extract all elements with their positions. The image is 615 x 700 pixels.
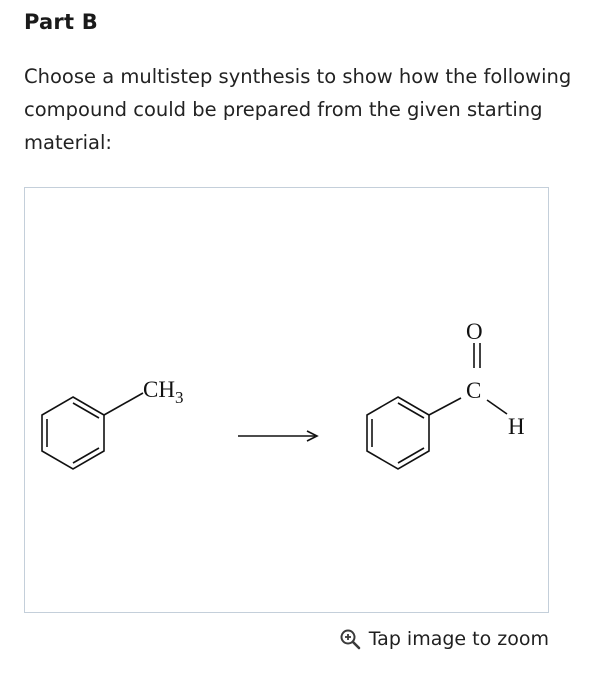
zoom-in-icon	[340, 629, 361, 650]
benzene-ring-right	[366, 396, 430, 470]
ring-inner-bond	[72, 447, 100, 464]
reaction-arrow	[238, 430, 319, 442]
reaction-figure[interactable]: CH3 O C H	[24, 187, 549, 613]
carbon-label: C	[466, 378, 481, 403]
tap-to-zoom-link[interactable]: Tap image to zoom	[339, 628, 549, 650]
benzene-ring-left	[41, 396, 105, 470]
oxygen-label: O	[466, 319, 483, 344]
ring-inner-bond	[397, 447, 425, 464]
product	[366, 343, 508, 470]
hydrogen-bond	[486, 399, 508, 415]
methyl-label: CH3	[143, 377, 183, 407]
hydrogen-label: H	[508, 414, 525, 439]
ring-inner-bond	[397, 402, 425, 419]
ring-inner-bond	[72, 402, 100, 419]
question-prompt: Choose a multistep synthesis to show how…	[24, 65, 572, 154]
zoom-label: Tap image to zoom	[368, 628, 549, 650]
aldehyde-bond	[428, 397, 462, 416]
methyl-bond	[103, 392, 144, 416]
reaction-scheme: CH3 O C H	[41, 319, 525, 470]
starting-material	[41, 392, 144, 470]
part-heading: Part B	[24, 10, 98, 34]
